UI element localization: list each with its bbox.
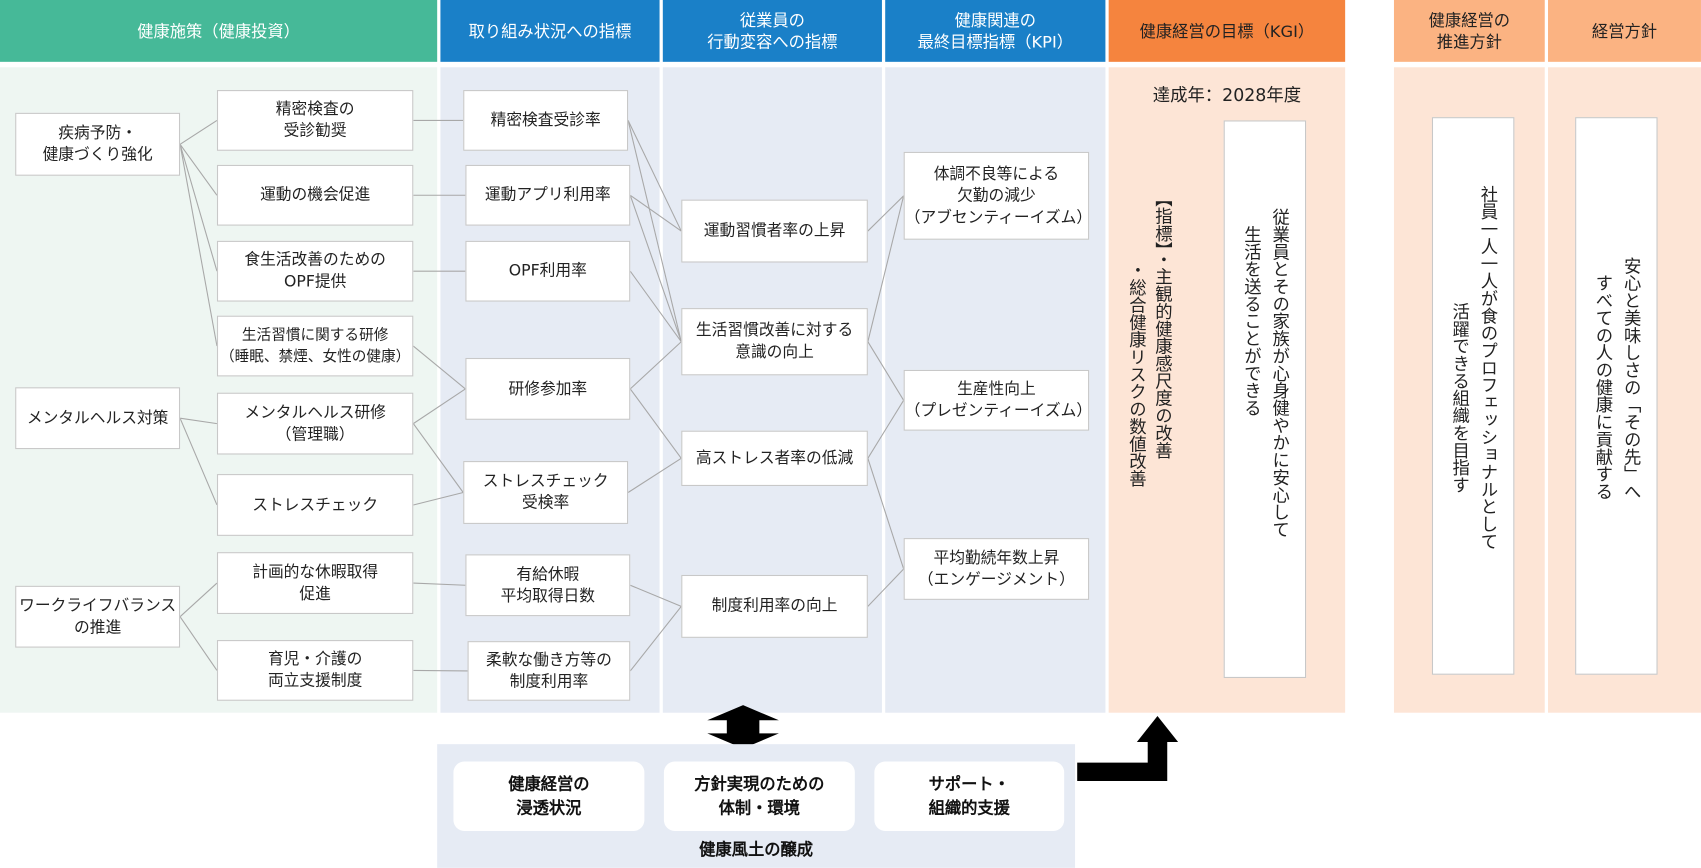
- connector-line: [413, 669, 468, 672]
- measure-box: 精密検査の 受診勧奨: [216, 90, 414, 151]
- effort-index-box: 研修参加率: [465, 357, 631, 420]
- kgi-goal-line2: 生活を送ることができる: [1241, 225, 1262, 417]
- behavior-index-box: 制度利用率の向上: [681, 574, 868, 638]
- effort-index-box: 有給休暇 平均取得日数: [465, 554, 631, 617]
- behavior-index-box: 運動習慣者率の上昇: [681, 199, 868, 263]
- measure-box: 運動の機会促進: [216, 164, 414, 226]
- connector-line: [629, 270, 682, 343]
- kpi-box: 体調不良等による 欠勤の減少 （アブセンティーイズム）: [903, 151, 1092, 240]
- effort-index-box: ストレスチェック 受検率: [463, 461, 629, 524]
- culture-card-support: サポート・ 組織的支援: [874, 761, 1065, 831]
- connector-line: [629, 388, 682, 459]
- category-box: メンタルヘルス対策: [15, 387, 181, 450]
- connector-line: [629, 195, 682, 342]
- kpi-box: 生産性向上 （プレゼンティーイズム）: [903, 369, 1092, 431]
- policy-box: 安心と美味しさの「その先」へ すべての人の健康に貢献する: [1575, 117, 1658, 675]
- header-promotion: 健康経営の 推進方針: [1393, 0, 1545, 62]
- connector-line: [413, 388, 466, 425]
- connector-line: [413, 491, 464, 506]
- connector-line: [867, 400, 905, 459]
- category-box: 疾病予防・ 健康づくり強化: [15, 112, 181, 176]
- connector-line: [629, 194, 682, 232]
- kgi-target-year: 達成年：2028年度: [1152, 84, 1302, 106]
- kgi-goal-box: 従業員とその家族が心身健やかに安心して 生活を送ることができる: [1223, 120, 1307, 679]
- connector-line: [630, 584, 682, 607]
- connector-line: [179, 144, 218, 272]
- kgi-index-col1: 【指標】・主観的健康感尺度の改善: [1150, 190, 1174, 689]
- measure-box: メンタルヘルス研修 （管理職）: [216, 392, 414, 455]
- connector-line: [179, 417, 218, 425]
- effort-index-box: OPF利用率: [465, 240, 631, 302]
- promotion-line1: 社員一人一人が食のプロフェッショナルとして: [1477, 185, 1499, 550]
- connector-line: [867, 195, 905, 342]
- connector-line: [627, 457, 682, 493]
- policy-line2: すべての人の健康に貢献する: [1592, 274, 1614, 501]
- effort-index-box: 精密検査受診率: [463, 90, 629, 151]
- connector-line: [412, 423, 464, 493]
- connector-line: [867, 341, 905, 401]
- culture-card-structure: 方針実現のための 体制・環境: [663, 761, 855, 831]
- promotion-box: 社員一人一人が食のプロフェッショナルとして 活躍できる組織を目指す: [1431, 117, 1515, 675]
- kgi-index-1: ・主観的健康感尺度の改善: [1152, 250, 1173, 459]
- connector-line: [179, 616, 218, 671]
- connector-line: [179, 143, 218, 196]
- kgi-index-label: 【指標】: [1152, 189, 1173, 251]
- header-kgi: 健康経営の目標（KGI）: [1108, 0, 1346, 62]
- connector-line: [179, 119, 218, 145]
- category-box: ワークライフバランス の推進: [15, 585, 181, 648]
- culture-label: 健康風土の醸成: [699, 839, 814, 860]
- measure-box: 育児・介護の 両立支援制度: [216, 640, 414, 701]
- policy-line1: 安心と美味しさの「その先」へ: [1620, 257, 1642, 501]
- connector-line: [629, 341, 682, 390]
- kgi-index-col2: ・総合健康リスクの数値改善: [1124, 190, 1148, 689]
- connector-line: [413, 582, 466, 586]
- culture-card-penetration: 健康経営の 浸透状況: [453, 761, 645, 831]
- connector-line: [179, 144, 218, 347]
- header-effort-index: 取り組み状況への指標: [440, 0, 660, 62]
- connector-line: [627, 120, 682, 232]
- kgi-goal-line1: 従業員とその家族が心身健やかに安心して: [1269, 208, 1290, 539]
- kgi-index-2: ・総合健康リスクの数値改善: [1126, 261, 1147, 488]
- measure-box: 計画的な休暇取得 促進: [216, 552, 414, 614]
- measure-box: ストレスチェック: [216, 474, 414, 536]
- measure-box: 生活習慣に関する研修 （睡眠、禁煙、女性の健康）: [216, 315, 414, 377]
- connector-line: [867, 458, 905, 570]
- connector-line: [179, 582, 218, 618]
- connector-line: [867, 568, 905, 607]
- behavior-index-box: 生活習慣改善に対する 意識の向上: [681, 308, 868, 376]
- header-kpi: 健康関連の 最終目標指標（KPI）: [885, 0, 1106, 62]
- connector-line: [627, 120, 682, 342]
- effort-index-box: 運動アプリ利用率: [465, 164, 631, 226]
- header-policy: 経営方針: [1548, 0, 1701, 62]
- header-behavior-index: 従業員の 行動変容への指標: [662, 0, 882, 62]
- kpi-box: 平均勤続年数上昇 （エンゲージメント）: [903, 538, 1090, 600]
- connector-line: [179, 417, 218, 506]
- measure-box: 食生活改善のための OPF提供: [216, 240, 414, 302]
- promotion-line2: 活躍できる組織を目指す: [1449, 302, 1470, 494]
- connector-line: [629, 606, 682, 672]
- kgi-indices: 【指標】・主観的健康感尺度の改善 ・総合健康リスクの数値改善: [1124, 190, 1174, 689]
- effort-index-box: 柔軟な働き方等の 制度利用率: [467, 641, 631, 701]
- behavior-index-box: 高ストレス者率の低減: [681, 430, 868, 486]
- connector-line: [412, 345, 466, 390]
- connector-line: [867, 195, 905, 232]
- header-measures: 健康施策（健康投資）: [0, 0, 438, 62]
